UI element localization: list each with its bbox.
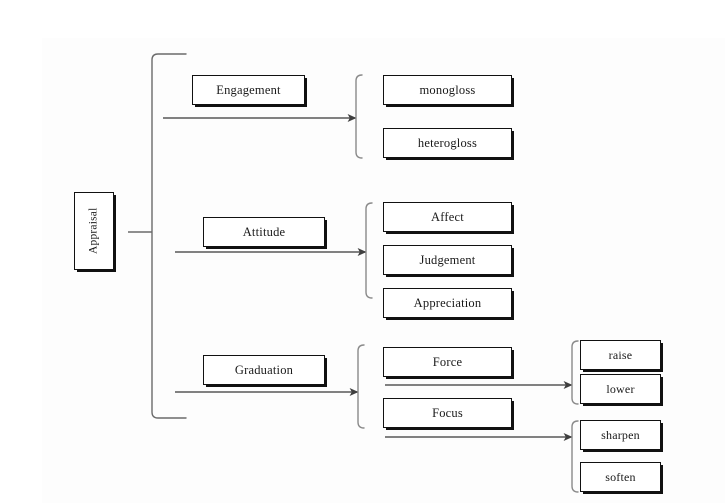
node-graduation[interactable]: Graduation <box>203 355 325 385</box>
node-heterogloss-label: heterogloss <box>417 135 478 150</box>
node-lower-label: lower <box>606 382 635 396</box>
node-monogloss[interactable]: monogloss <box>383 75 512 105</box>
node-attitude-label: Attitude <box>242 224 286 239</box>
node-soften-label: soften <box>605 470 636 484</box>
node-focus-label: Focus <box>432 405 463 420</box>
node-lower[interactable]: lower <box>580 374 661 404</box>
node-heterogloss[interactable]: heterogloss <box>383 128 512 158</box>
node-affect-label: Affect <box>431 209 464 224</box>
node-judgement[interactable]: Judgement <box>383 245 512 275</box>
node-graduation-label: Graduation <box>234 362 294 377</box>
node-focus[interactable]: Focus <box>383 398 512 428</box>
node-appraisal[interactable]: Appraisal <box>74 192 114 270</box>
node-appraisal-label: Appraisal <box>87 207 100 255</box>
node-soften[interactable]: soften <box>580 462 661 492</box>
node-engagement-label: Engagement <box>216 82 281 97</box>
node-raise[interactable]: raise <box>580 340 661 370</box>
node-sharpen-label: sharpen <box>601 428 640 442</box>
node-appreciation-label: Appreciation <box>413 295 482 310</box>
node-sharpen[interactable]: sharpen <box>580 420 661 450</box>
node-affect[interactable]: Affect <box>383 202 512 232</box>
node-raise-label: raise <box>608 348 633 362</box>
node-engagement[interactable]: Engagement <box>192 75 305 105</box>
node-attitude[interactable]: Attitude <box>203 217 325 247</box>
node-force[interactable]: Force <box>383 347 512 377</box>
node-judgement-label: Judgement <box>419 252 476 267</box>
node-appreciation[interactable]: Appreciation <box>383 288 512 318</box>
node-force-label: Force <box>432 354 463 369</box>
node-monogloss-label: monogloss <box>419 82 476 97</box>
